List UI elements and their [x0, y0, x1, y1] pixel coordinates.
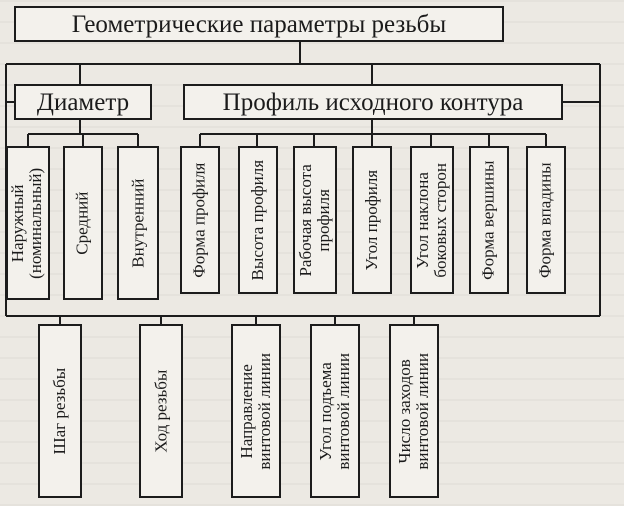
item-label-line: винтовой линии	[334, 352, 353, 470]
item-label-line: Рабочая высота	[295, 163, 315, 277]
profile-group-box: Профиль исходного контура	[183, 84, 563, 120]
diagram-title: Геометрические параметры резьбы	[71, 10, 447, 38]
item-label-line: боковых сторон	[431, 162, 450, 278]
bottom-item-pitch: Шаг резьбы	[38, 324, 82, 498]
diameter-item-middle: Средний	[63, 146, 103, 300]
item-label-line: Высота профиля	[247, 159, 267, 281]
item-label-line: Направление	[236, 363, 256, 459]
diameter-item-outer: Наружный(номинальный)	[6, 146, 50, 300]
item-label-line: Угол наклона	[412, 171, 432, 269]
item-label-line: Внутренний	[127, 178, 147, 268]
item-label-line: профиля	[314, 188, 334, 252]
item-label-line: (номинальный)	[27, 167, 47, 279]
profile-item-form: Форма профиля	[180, 146, 220, 294]
item-label-line: Форма профиля	[189, 162, 209, 278]
profile-item-root-form: Форма впадины	[526, 146, 566, 294]
item-label-line: Форма впадины	[535, 162, 555, 278]
item-label-line: Форма вершины	[478, 160, 498, 280]
item-label-line: Шаг резьбы	[49, 367, 69, 455]
item-label-line: Угол подъема	[315, 361, 335, 461]
diagram-title-box: Геометрические параметры резьбы	[14, 6, 504, 42]
item-label-line: Ход резьбы	[150, 369, 170, 453]
item-label-line: Угол профиля	[361, 169, 381, 271]
profile-item-height: Высота профиля	[238, 146, 278, 294]
diameter-group-box: Диаметр	[14, 84, 152, 120]
item-label-line: Средний	[72, 191, 92, 255]
profile-item-crest-form: Форма вершины	[469, 146, 509, 294]
item-label-line: Число заходов	[394, 358, 414, 464]
bottom-item-lead: Ход резьбы	[139, 324, 183, 498]
profile-group-label: Профиль исходного контура	[222, 88, 524, 116]
diameter-item-inner: Внутренний	[117, 146, 159, 300]
item-label-line: винтовой линии	[255, 352, 274, 470]
diameter-group-label: Диаметр	[36, 88, 130, 116]
item-label-line: Наружный	[8, 184, 28, 262]
profile-item-angle: Угол профиля	[352, 146, 392, 294]
item-label-line: винтовой линии	[413, 352, 432, 470]
